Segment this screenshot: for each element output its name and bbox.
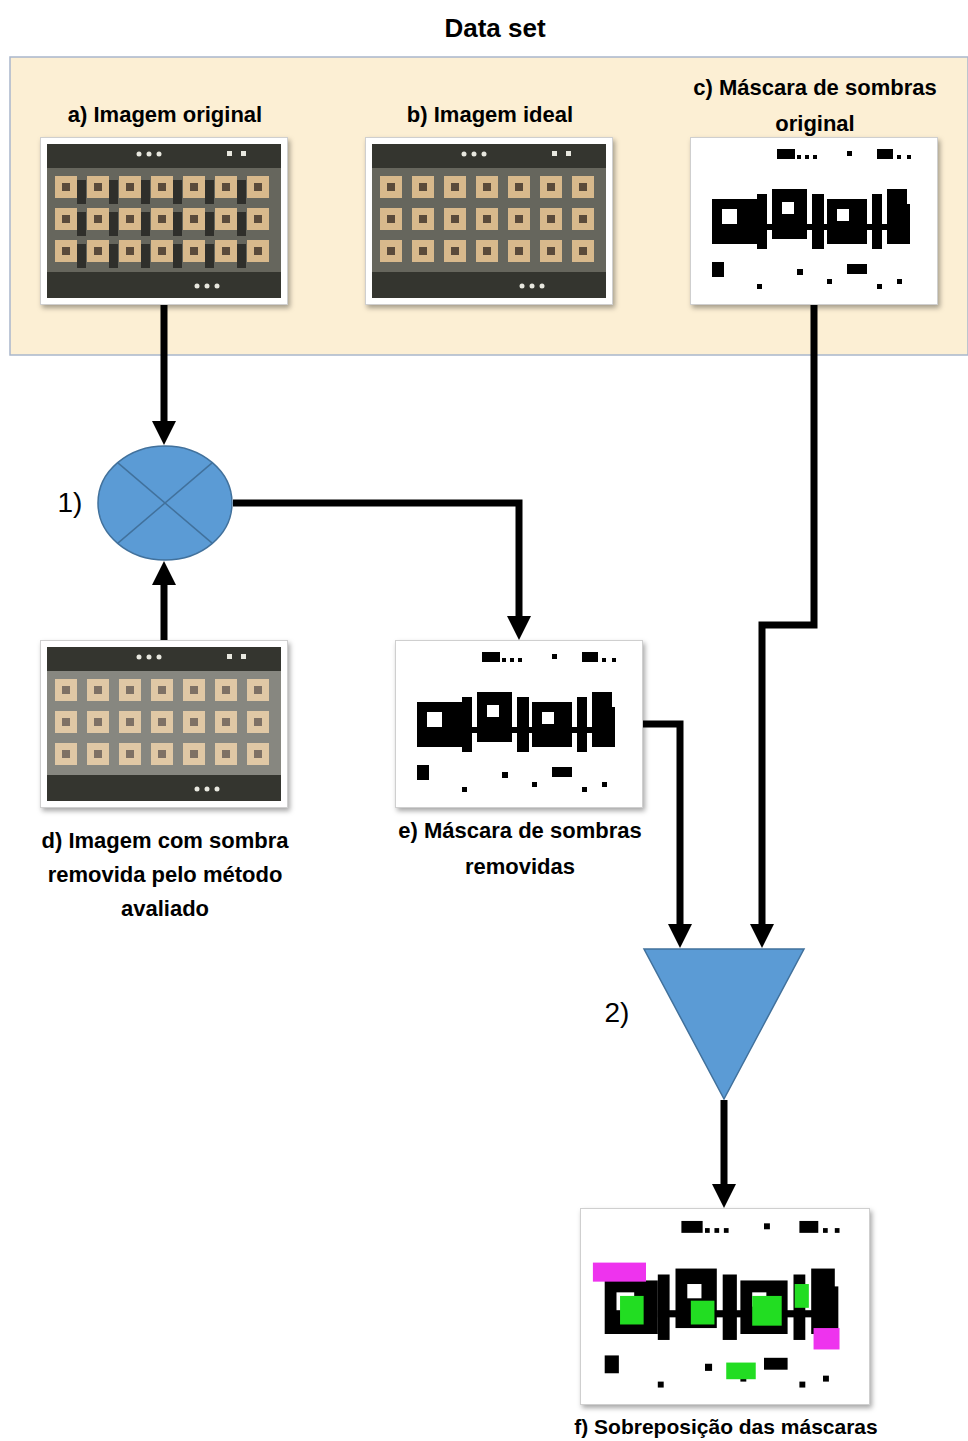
- circle-fill: [98, 446, 232, 560]
- dataset-band: Data seta) Imagem originalb) Imagem idea…: [10, 57, 968, 355]
- connector-line: [161, 579, 168, 640]
- connector-line: [161, 305, 168, 427]
- image-caption: e) Máscara de sombras removidas: [366, 813, 674, 885]
- combine-circle: 1): [97, 445, 233, 561]
- overlay-box: f) Sobreposição das máscaras: [580, 1208, 870, 1405]
- cross-line: [118, 463, 213, 544]
- step-number: 1): [50, 483, 90, 523]
- image-caption: d) Imagem com sombra removida pelo métod…: [6, 824, 324, 926]
- connector-line: [721, 1100, 728, 1190]
- arrow-head: [668, 924, 692, 948]
- image-heading: a) Imagem original: [21, 100, 309, 130]
- arrow-head: [750, 924, 774, 948]
- compare-triangle: 2): [643, 948, 805, 1100]
- connector-line: [233, 503, 519, 622]
- connector-line: [762, 305, 814, 930]
- connector-line: [643, 724, 680, 930]
- image-heading: b) Imagem ideal: [346, 100, 634, 130]
- arrow-head: [507, 616, 531, 640]
- connector-arrow: [152, 305, 176, 445]
- triangle-shape: [643, 948, 805, 1100]
- band-title: Data set: [395, 12, 595, 44]
- mask-box: e) Máscara de sombras removidas: [395, 640, 643, 808]
- connector-arrow: [152, 561, 176, 640]
- image-caption: f) Sobreposição das máscaras: [541, 1415, 911, 1439]
- arrow-head: [712, 1184, 736, 1208]
- image-box: b) Imagem ideal: [365, 137, 613, 305]
- step-number: 2): [597, 993, 637, 1033]
- connector-arrow: [643, 724, 692, 948]
- connector-arrow: [233, 503, 531, 640]
- mask-box: c) Máscara de sombras original: [690, 137, 938, 305]
- triangle-fill: [644, 949, 804, 1099]
- connector-arrow: [712, 1100, 736, 1208]
- connector-arrow: [750, 305, 814, 948]
- circle-shape: [97, 445, 233, 561]
- arrow-head: [152, 421, 176, 445]
- cross-line: [118, 463, 213, 544]
- image-box: d) Imagem com sombra removida pelo métod…: [40, 640, 288, 808]
- image-box: a) Imagem original: [40, 137, 288, 305]
- image-heading: c) Máscara de sombras original: [665, 70, 965, 142]
- arrow-head: [152, 561, 176, 585]
